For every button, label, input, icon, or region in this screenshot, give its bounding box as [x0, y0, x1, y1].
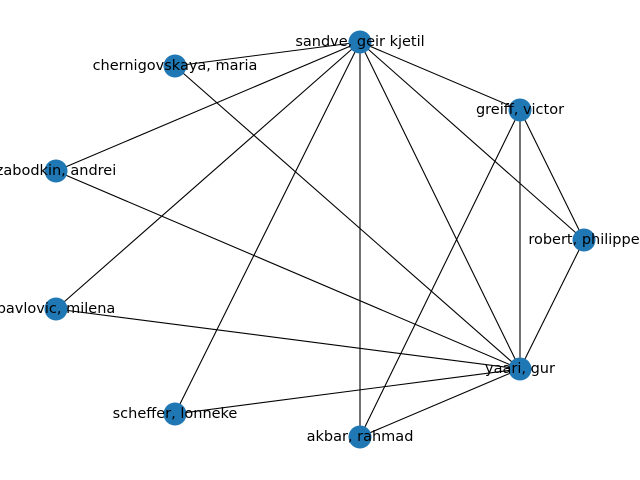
node-label-chernigovskaya: chernigovskaya, maria [93, 58, 258, 74]
node-label-zabodkin: zabodkin, andrei [0, 163, 116, 179]
node-sandve [348, 30, 372, 54]
nodes-layer [44, 30, 596, 449]
edge-chernigovskaya-yaari [174, 65, 521, 370]
edge-greiff-akbar [359, 109, 521, 438]
node-greiff [508, 98, 532, 122]
edge-sandve-yaari [359, 41, 521, 370]
node-label-sandve: sandve, geir kjetil [295, 34, 424, 50]
node-zabodkin [44, 159, 68, 183]
edges-layer [55, 41, 585, 438]
edge-scheffer-yaari [174, 368, 521, 415]
node-label-scheffer: scheffer, lonneke [113, 406, 238, 422]
node-akbar [348, 425, 372, 449]
node-pavlovic [44, 297, 68, 321]
edge-sandve-chernigovskaya [174, 41, 361, 67]
node-label-akbar: akbar, rahmad [307, 429, 414, 445]
edge-sandve-greiff [359, 41, 521, 111]
edge-pavlovic-yaari [55, 308, 521, 370]
node-robert [572, 228, 596, 252]
node-yaari [508, 357, 532, 381]
labels-layer: sandve, geir kjetil chernigovskaya, maria… [0, 34, 640, 445]
edge-greiff-robert [519, 109, 585, 241]
node-label-yaari: yaari, gur [485, 361, 555, 377]
node-label-greiff: greiff, victor [476, 102, 564, 118]
edge-sandve-robert [359, 41, 585, 241]
edge-sandve-pavlovic [55, 41, 361, 310]
node-label-pavlovic: pavlovic, milena [0, 301, 115, 317]
node-chernigovskaya [163, 54, 187, 78]
node-scheffer [163, 402, 187, 426]
edge-robert-yaari [519, 239, 585, 370]
edge-sandve-zabodkin [55, 41, 361, 172]
edge-akbar-yaari [359, 368, 521, 438]
edge-zabodkin-yaari [55, 170, 521, 370]
node-label-robert: robert, philippe [528, 232, 639, 248]
edge-sandve-scheffer [174, 41, 361, 415]
